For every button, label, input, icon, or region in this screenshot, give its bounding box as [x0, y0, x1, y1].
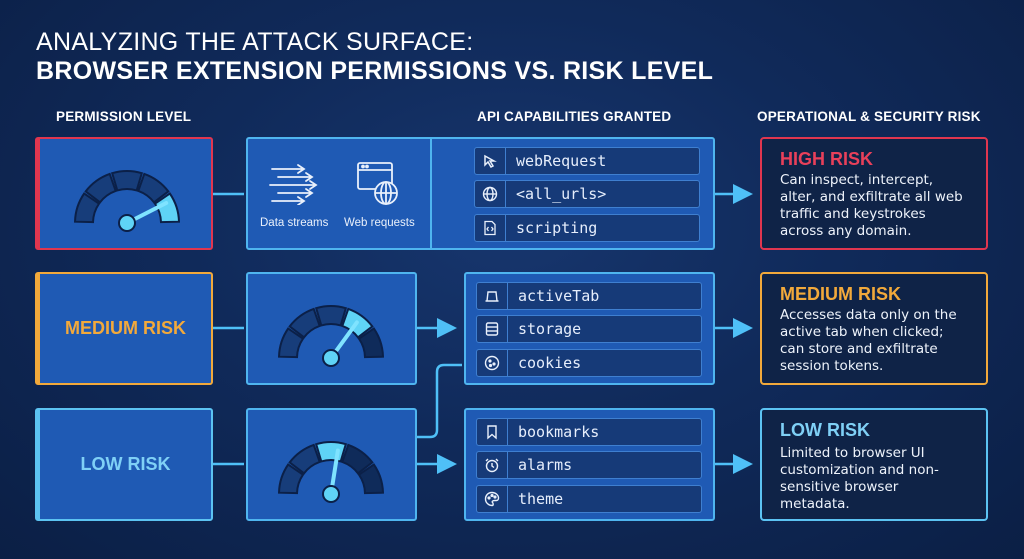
medium-level-label: MEDIUM RISK: [65, 318, 186, 338]
capability-activetab: activeTab: [476, 282, 702, 310]
gauge-segment: [357, 463, 385, 495]
medium-risk-description: Accesses data only on the active tab whe…: [780, 307, 957, 374]
medium-risk-box: MEDIUM RISK Accesses data only on the ac…: [760, 272, 988, 385]
low-risk-description: Limited to browser UI customization and …: [780, 445, 939, 512]
capability-label: theme: [518, 490, 564, 508]
high-risk-title: HIGH RISK: [780, 149, 874, 169]
capability-label: <all_urls>: [516, 185, 607, 203]
medium-permission-level-box: MEDIUM RISK: [35, 272, 213, 385]
gauge-segment: [277, 463, 305, 495]
column-header-risk: OPERATIONAL & SECURITY RISK: [757, 109, 981, 124]
palette-icon: [477, 486, 508, 512]
low-gauge-box: [246, 408, 417, 521]
gauge-high-icon: [73, 170, 181, 232]
capability-label: bookmarks: [518, 423, 600, 441]
code-file-icon: [475, 215, 506, 241]
title-line-2: BROWSER EXTENSION PERMISSIONS VS. RISK L…: [36, 57, 714, 85]
capability-all-urls: <all_urls>: [474, 180, 700, 208]
capability-scripting: scripting: [474, 214, 700, 242]
gauge-hub: [322, 349, 340, 367]
gauge-segment: [288, 307, 321, 339]
database-icon: [477, 316, 508, 342]
medium-gauge-box: [246, 272, 417, 385]
gauge-segment: [341, 443, 374, 475]
gauge-hub: [118, 214, 136, 232]
capability-label: scripting: [516, 219, 598, 237]
high-streams-subpanel: Data streams Web requests: [248, 139, 432, 248]
high-capabilities-panel: Data streams Web requests webRequest <al…: [246, 137, 715, 250]
capability-bookmarks: bookmarks: [476, 418, 702, 446]
gauge-segment: [84, 172, 117, 204]
cookie-icon: [477, 350, 508, 376]
gauge-hub: [322, 485, 340, 503]
gauge-segment: [288, 443, 321, 475]
alarm-clock-icon: [477, 452, 508, 478]
bookmark-icon: [477, 419, 508, 445]
medium-capabilities-panel: activeTab storage cookies: [464, 272, 715, 385]
gauge-segment: [314, 441, 348, 463]
capability-label: activeTab: [518, 287, 600, 305]
gauge-medium-icon: [277, 305, 385, 367]
globe-icon: [475, 181, 506, 207]
capability-storage: storage: [476, 315, 702, 343]
title-line-1: ANALYZING THE ATTACK SURFACE:: [36, 28, 474, 56]
high-permission-level-box: [35, 137, 213, 250]
low-risk-box: LOW RISK Limited to browser UI customiza…: [760, 408, 988, 521]
capability-label: cookies: [518, 354, 582, 372]
low-level-label: LOW RISK: [80, 454, 171, 474]
column-header-permission-level: PERMISSION LEVEL: [56, 109, 192, 124]
capability-label: storage: [518, 320, 582, 338]
capability-label: webRequest: [516, 152, 607, 170]
elbow-connector: [417, 363, 462, 439]
capability-webrequest: webRequest: [474, 147, 700, 175]
cursor-pointer-icon: [475, 148, 506, 174]
capability-theme: theme: [476, 485, 702, 513]
capability-label: alarms: [518, 456, 573, 474]
gauge-segment: [357, 327, 385, 359]
capability-cookies: cookies: [476, 349, 702, 377]
tab-icon: [477, 283, 508, 309]
gauge-segment: [110, 170, 144, 192]
low-permission-level-box: LOW RISK: [35, 408, 213, 521]
data-streams-label: Data streams: [260, 217, 329, 229]
medium-risk-title: MEDIUM RISK: [780, 284, 901, 304]
high-risk-description: Can inspect, intercept, alter, and exfil…: [780, 172, 963, 239]
high-risk-box: HIGH RISK Can inspect, intercept, alter,…: [760, 137, 988, 250]
gauge-segment: [314, 305, 348, 327]
low-risk-title: LOW RISK: [780, 420, 870, 440]
web-requests-label: Web requests: [344, 217, 415, 229]
gauge-segment: [73, 192, 101, 224]
low-capabilities-panel: bookmarks alarms theme: [464, 408, 715, 521]
web-requests-icon: [357, 162, 398, 205]
column-header-api-capabilities: API CAPABILITIES GRANTED: [477, 109, 672, 124]
gauge-segment: [277, 327, 305, 359]
gauge-segment: [137, 172, 170, 204]
capability-alarms: alarms: [476, 451, 702, 479]
data-streams-icon: [269, 164, 318, 205]
gauge-low-icon: [277, 441, 385, 503]
